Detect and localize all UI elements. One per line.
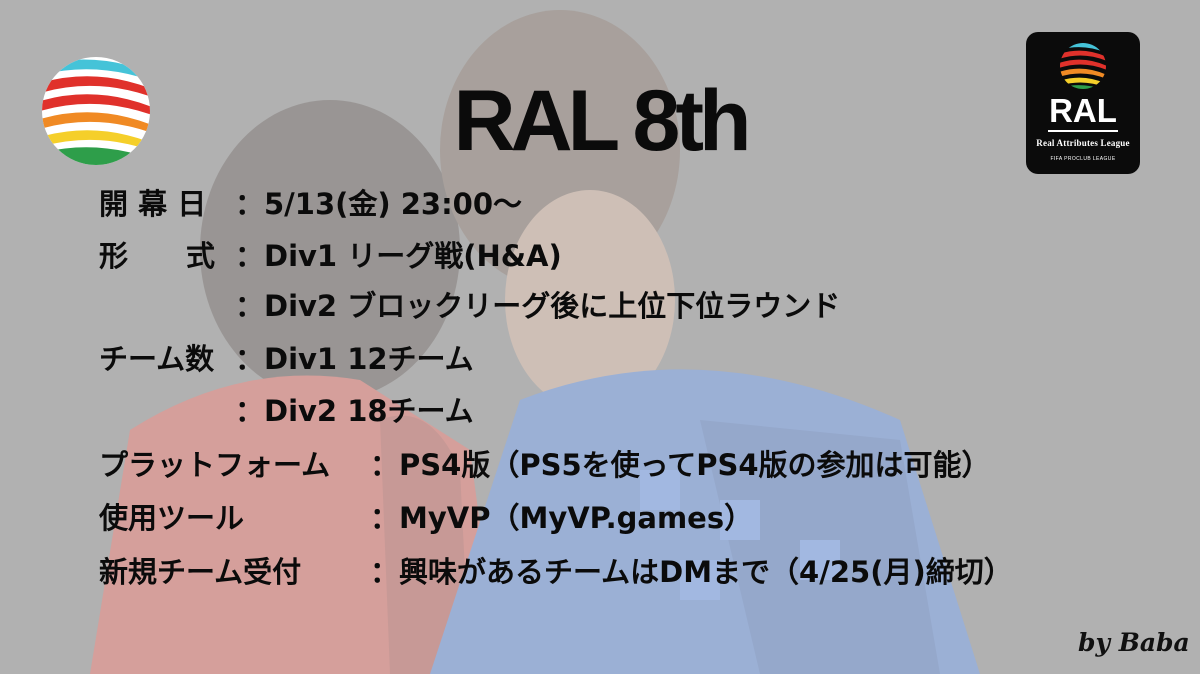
info-value: ：5/13(金) 23:00〜 bbox=[235, 187, 523, 221]
info-label: 使用ツール bbox=[99, 501, 245, 535]
info-label: 開 幕 日 bbox=[99, 187, 207, 221]
badge-globe-icon bbox=[1060, 43, 1106, 89]
page-title: RAL 8th bbox=[453, 73, 751, 169]
info-label: 新規チーム受付 bbox=[99, 555, 302, 589]
info-label: チーム数 bbox=[99, 342, 215, 376]
info-value: ：MyVP（MyVP.games） bbox=[370, 501, 754, 535]
info-label: 形 式 bbox=[99, 239, 216, 273]
info-label: プラットフォーム bbox=[99, 448, 331, 482]
info-value: ：Div2 ブロックリーグ後に上位下位ラウンド bbox=[235, 289, 841, 323]
author-signature: by Baba bbox=[1078, 628, 1190, 657]
info-value: ：Div2 18チーム bbox=[235, 394, 474, 428]
league-badge-icon: RAL Real Attributes League FIFA PROCLUB … bbox=[1026, 32, 1140, 174]
badge-full-name: Real Attributes League bbox=[1036, 138, 1130, 148]
league-globe-icon bbox=[42, 57, 150, 165]
badge-divider bbox=[1048, 130, 1118, 132]
badge-tagline: FIFA PROCLUB LEAGUE bbox=[1050, 156, 1116, 162]
info-value: ：Div1 12チーム bbox=[235, 342, 474, 376]
info-value: ：興味があるチームはDMまで（4/25(月)締切） bbox=[370, 555, 1013, 589]
badge-abbr: RAL bbox=[1049, 92, 1117, 129]
info-value: ：Div1 リーグ戦(H&A) bbox=[235, 239, 562, 273]
info-value: ：PS4版（PS5を使ってPS4版の参加は可能） bbox=[370, 448, 991, 482]
